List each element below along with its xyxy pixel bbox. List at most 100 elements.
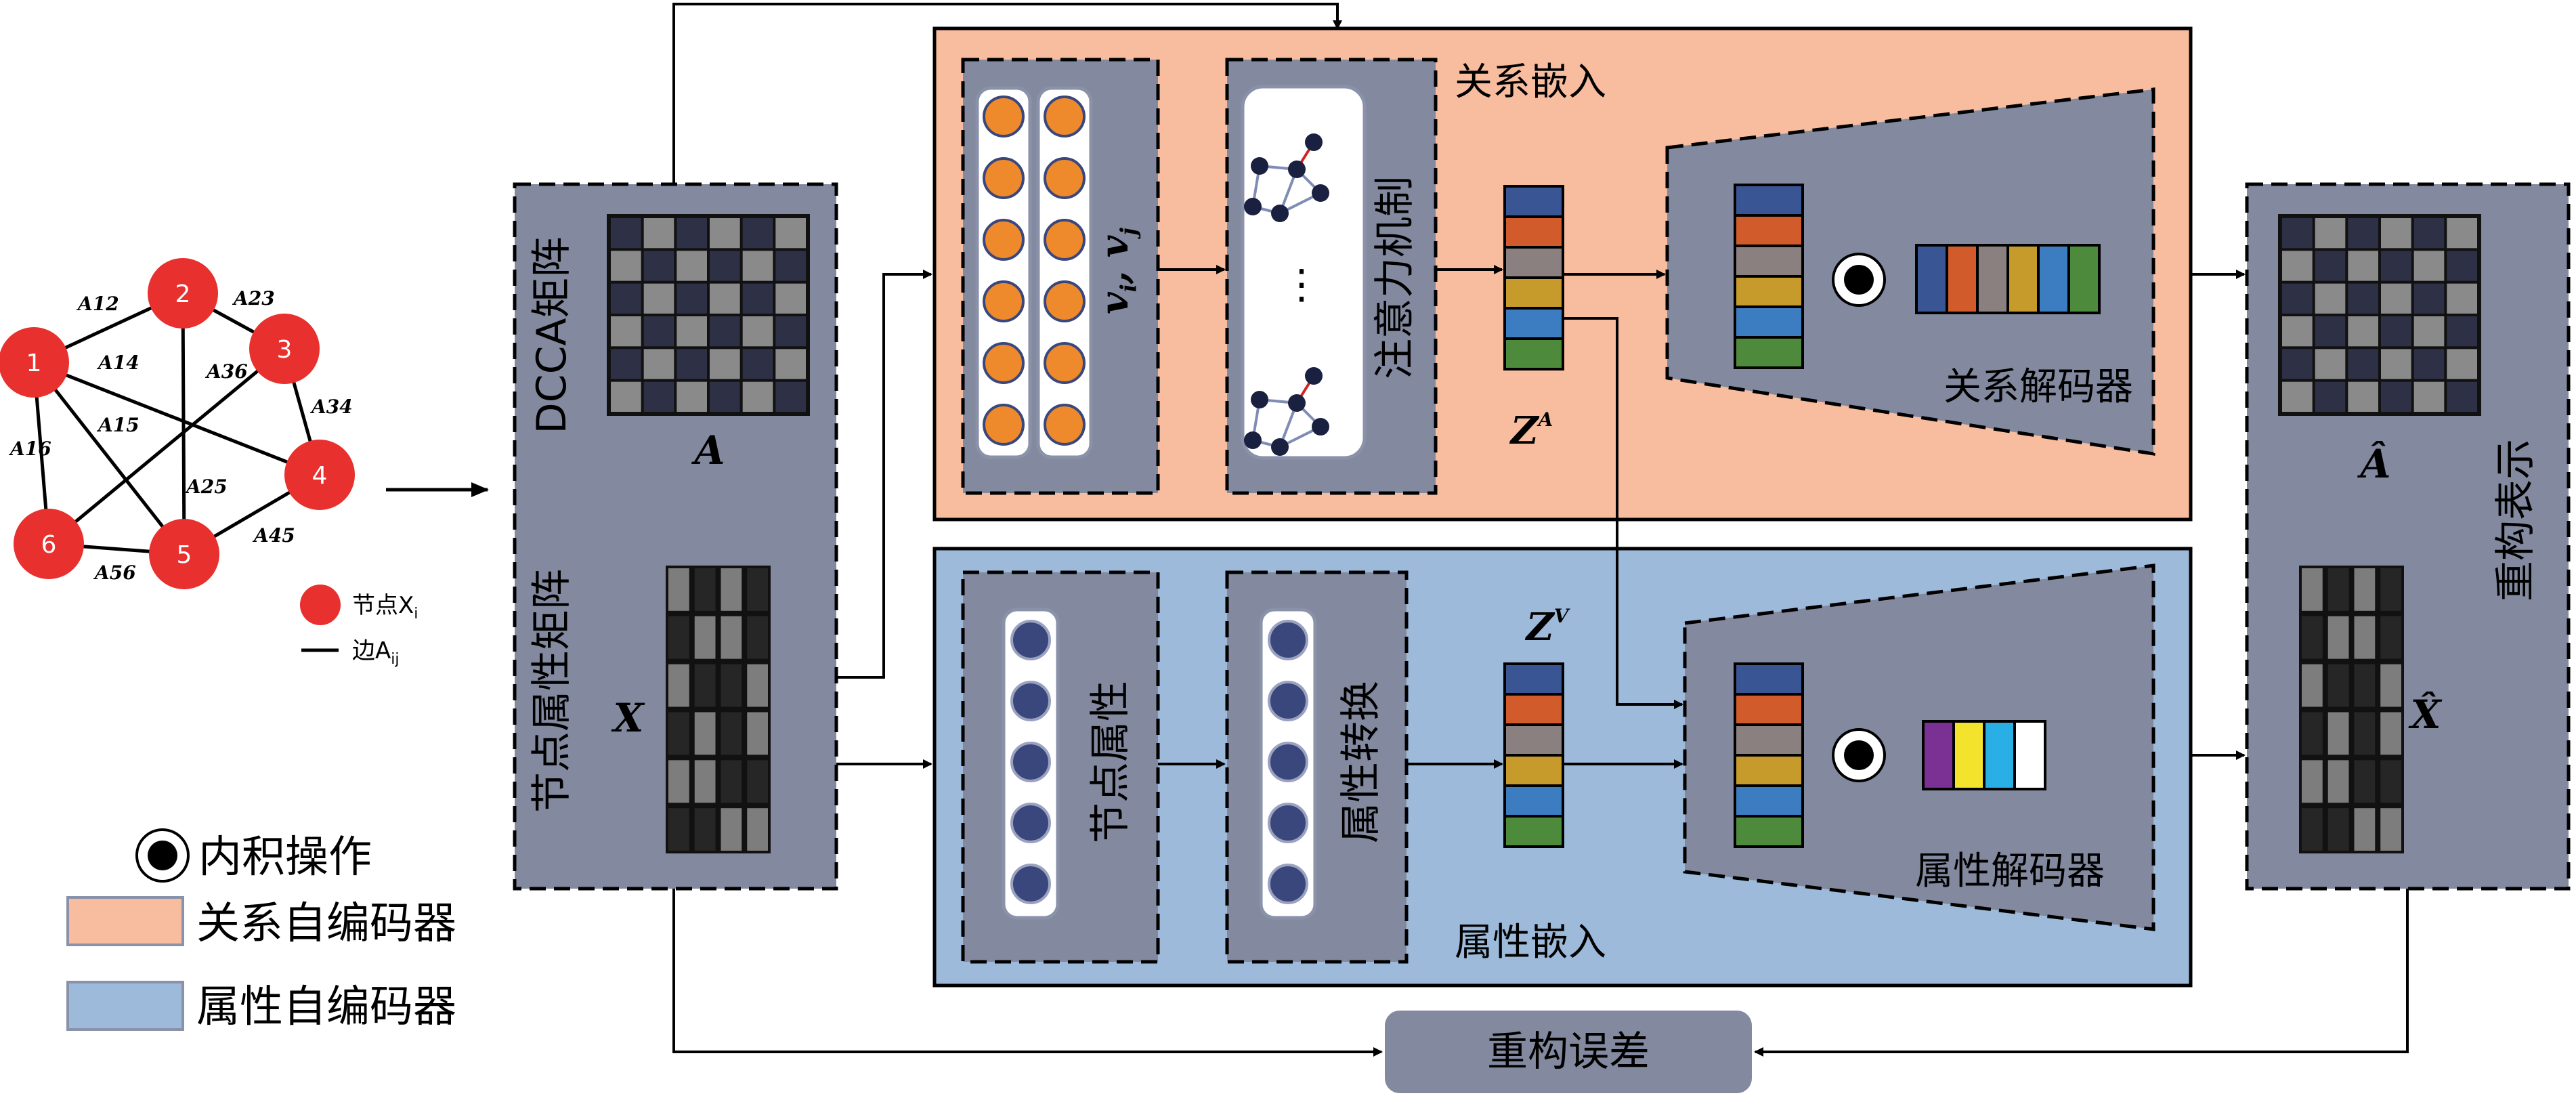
embedding-zv [1503,662,1564,848]
matrix-cell [668,664,689,707]
node-circle [983,219,1025,261]
node-attribute-label: 节点属性 [1087,681,1134,843]
za-label: ZA [1509,408,1553,453]
embedding-segment [1503,723,1564,757]
matrix-cell [2302,616,2323,659]
matrix-cell [2354,808,2376,851]
input-graph: 1 2 3 4 5 6 A12 A23 A14 A36 A34 A15 [0,258,418,668]
matrix-cell [747,712,768,755]
matrix-cell [611,251,641,281]
matrix-cell [2282,218,2313,249]
embedding-segment [1734,693,1804,726]
matrix-cell [2447,316,2477,347]
attention-graphs-card [1241,85,1367,460]
reconstructed-attribute-matrix [2299,566,2404,853]
matrix-cell [2380,808,2401,851]
embedding-segment [1734,336,1804,369]
matrix-cell [721,568,742,611]
matrix-cell [668,712,689,755]
matrix-cell [721,808,742,851]
embedding-segment [1734,214,1804,247]
matrix-cell [677,316,707,347]
reconstructed-adjacency-matrix [2278,214,2481,416]
flow-arrows [672,3,2409,1057]
matrix-cell [2315,251,2346,281]
matrix-cell [742,381,773,412]
matrix-cell [2354,760,2376,803]
matrix-cell [2302,568,2323,611]
inner-product-icon [1832,728,1886,782]
matrix-cell [2282,381,2313,412]
matrix-cell [747,760,768,803]
matrix-cell [721,760,742,803]
decoder-embedding [1734,184,1804,369]
matrix-cell [694,808,716,851]
matrix-cell [694,760,716,803]
matrix-cell [2348,316,2378,347]
matrix-cell [2413,316,2445,347]
edge-label: A36 [205,360,248,383]
matrix-cell [2447,349,2477,379]
matrix-cell [2327,664,2349,707]
embedding-segment [1734,275,1804,308]
graph-node: 1 [0,327,69,398]
matrix-cell [643,349,674,379]
node-circle [1044,96,1086,137]
matrix-cell [694,568,716,611]
graph-node: 6 [14,509,84,579]
matrix-cell [2348,218,2378,249]
edge-label: A23 [232,287,275,310]
decoder-bar [1983,720,2016,790]
matrix-label-x: X [610,695,645,741]
matrix-cell [694,616,716,659]
matrix-cell [2327,760,2349,803]
matrix-cell [775,283,806,314]
matrix-cell [710,251,740,281]
embedding-segment [1503,784,1564,818]
matrix-cell [2315,316,2346,347]
node-circle [1044,157,1086,199]
matrix-cell [742,218,773,249]
mini-node [1288,394,1306,412]
node-circle [1044,404,1086,446]
reconstruction-error-label: 重构误差 [1487,1028,1650,1076]
node-label: 5 [177,541,192,569]
matrix-cell [677,381,707,412]
matrix-cell [677,349,707,379]
matrix-cell [742,251,773,281]
pair-label: vi, vj [1092,228,1141,314]
node-circle [1268,803,1308,843]
matrix-cell [710,381,740,412]
node-attribute-panel [961,570,1160,964]
mini-node [1251,391,1268,408]
embedding-segment [1734,815,1804,848]
edge-label: A14 [96,352,139,374]
attention-label: 注意力机制 [1371,176,1419,379]
mini-node [1271,438,1289,456]
matrix-cell [710,316,740,347]
decoder-bar [2067,244,2101,314]
matrix-cell [668,568,689,611]
matrix-cell [2348,283,2378,314]
zv-label: ZV [1525,605,1571,650]
matrix-cell [2447,283,2477,314]
orange-node-stack [983,96,1086,446]
inner-product-legend-icon [135,828,190,883]
matrix-cell [2327,616,2349,659]
node-circle [1044,280,1086,322]
node-legend-label: 节点Xi [352,592,418,622]
matrix-cell [2302,808,2323,851]
graph-node: 4 [284,440,355,510]
matrix-cell [2282,283,2313,314]
node-label: 2 [175,280,191,308]
node-circle [1268,742,1308,782]
matrix-cell [710,283,740,314]
matrix-cell [643,251,674,281]
node-circle [983,342,1025,384]
embedding-za [1503,185,1564,370]
matrix-cell [677,218,707,249]
decoder-bar [2037,244,2070,314]
matrix-cell [2381,251,2411,281]
navy-node-stack [1010,620,1051,904]
adjacency-matrix [607,214,810,416]
